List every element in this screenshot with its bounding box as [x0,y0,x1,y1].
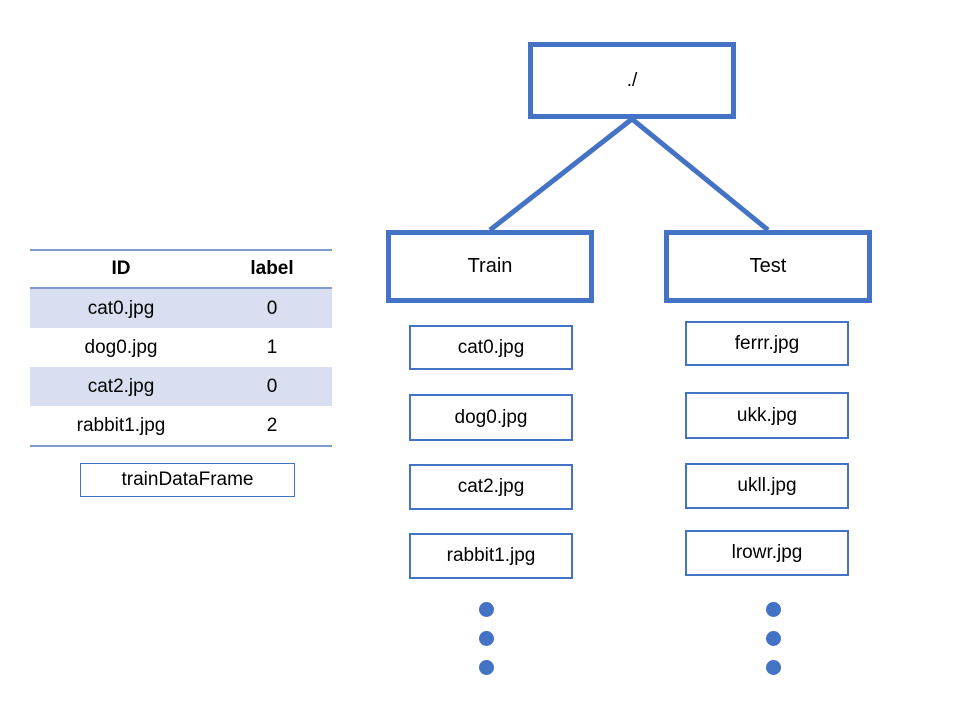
column-header-label: label [250,258,294,279]
cell-label: 0 [266,297,278,319]
ellipsis-dot [766,660,781,675]
tree-file-label: dog0.jpg [454,406,528,428]
ellipsis-dot [479,602,494,617]
dataframe-caption-box: trainDataFrame [80,463,295,497]
tree-node-root: ./ [528,42,736,119]
tree-file-label: ukll.jpg [737,475,797,496]
tree-node-train: Train [386,230,594,303]
tree-file-label: lrowr.jpg [731,542,803,563]
cell-id: cat0.jpg [87,297,155,319]
tree-file-label: cat0.jpg [457,336,525,358]
table-header-row: ID label [30,250,332,288]
table-row: dog0.jpg 1 [30,328,332,367]
tree-file-label: cat2.jpg [457,476,525,497]
cell-label: 0 [266,375,278,397]
tree-file-test-0: ferrr.jpg [685,321,849,366]
ellipsis-dot [766,631,781,646]
tree-ellipsis-train [479,602,494,675]
tree-file-label: ferrr.jpg [734,332,800,354]
connector-root-to-test [630,117,770,232]
connector-root-to-train [488,117,634,232]
tree-file-train-1: dog0.jpg [409,394,573,441]
tree-ellipsis-test [766,602,781,675]
tree-file-test-3: lrowr.jpg [685,530,849,576]
tree-file-train-2: cat2.jpg [409,464,573,510]
tree-file-train-3: rabbit1.jpg [409,533,573,579]
tree-file-test-2: ukll.jpg [685,463,849,509]
tree-node-train-label: Train [467,255,513,277]
tree-file-label: ukk.jpg [736,404,798,426]
column-header-id: ID [111,258,131,279]
dataframe-caption-label: trainDataFrame [121,469,254,490]
cell-id: cat2.jpg [87,375,155,397]
cell-id: dog0.jpg [84,336,158,358]
cell-label: 2 [266,414,278,436]
tree-file-label: rabbit1.jpg [446,545,536,566]
table-row: cat0.jpg 0 [30,288,332,328]
ellipsis-dot [479,660,494,675]
ellipsis-dot [479,631,494,646]
table-row: cat2.jpg 0 [30,367,332,406]
ellipsis-dot [766,602,781,617]
table-row: rabbit1.jpg 2 [30,406,332,446]
cell-label: 1 [266,336,278,358]
tree-file-test-1: ukk.jpg [685,392,849,439]
tree-file-train-0: cat0.jpg [409,325,573,370]
train-dataframe-table: ID label cat0.jpg 0 dog0.jpg 1 cat2.jpg … [30,249,332,447]
tree-node-test: Test [664,230,872,303]
tree-node-root-label: ./ [626,69,638,91]
cell-id: rabbit1.jpg [76,414,166,436]
tree-node-test-label: Test [749,255,787,277]
